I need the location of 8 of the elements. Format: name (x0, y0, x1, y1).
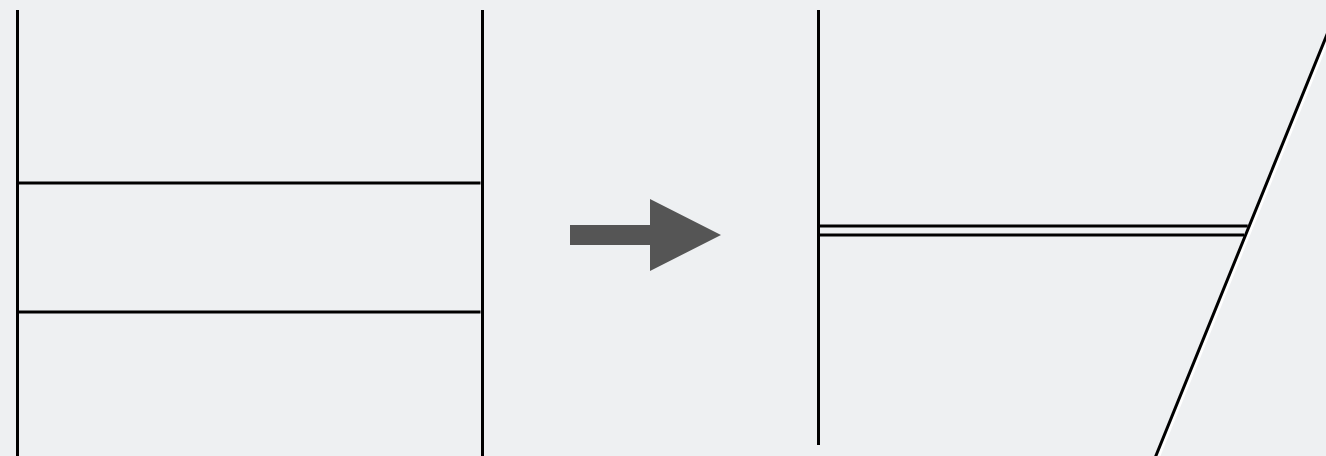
connector-line (819, 233, 1245, 237)
connector-line (18, 310, 481, 314)
connector-line (819, 224, 1248, 228)
connector-line (18, 181, 481, 185)
lifeline-bar (1151, 32, 1326, 456)
lifeline-bar (15, 10, 19, 456)
lifeline-bar (480, 10, 484, 456)
lifeline-bar (816, 10, 820, 445)
